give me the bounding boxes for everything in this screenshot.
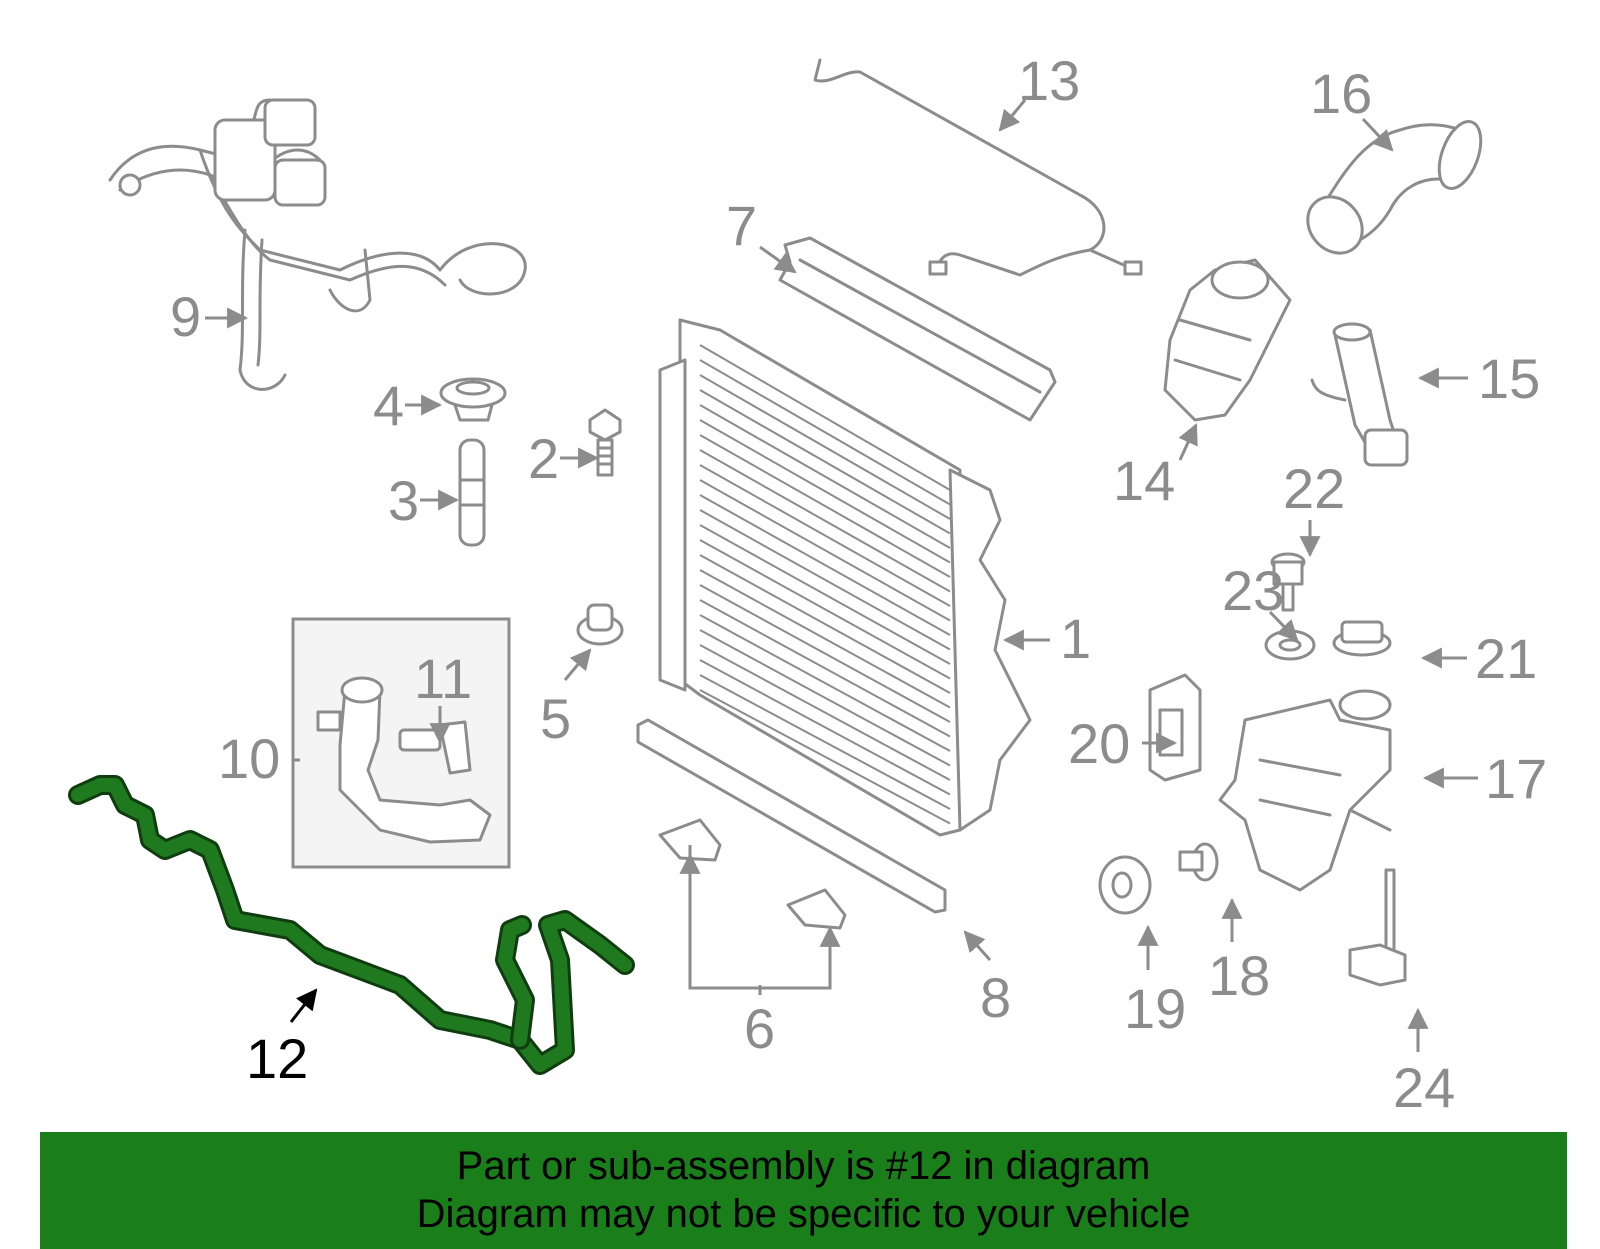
callout-23: 23 <box>1222 559 1284 622</box>
part-1-radiator <box>658 318 1032 837</box>
radiator-fin-line <box>699 674 951 810</box>
callout-19: 19 <box>1124 977 1186 1040</box>
part-9-coolant-pipe-assembly <box>108 98 527 391</box>
radiator-fin-line <box>699 464 951 607</box>
callout-1: 1 <box>1060 607 1091 670</box>
callout-7: 7 <box>726 194 757 257</box>
callout-8: 8 <box>980 966 1011 1029</box>
radiator-fin-line <box>699 689 951 825</box>
radiator-fin-line <box>699 569 951 709</box>
radiator-fin-line <box>699 554 951 694</box>
callout-6: 6 <box>744 997 775 1060</box>
part-4-cap <box>439 377 507 422</box>
radiator-fin-line <box>699 389 951 535</box>
callout-labels: 1 2 3 4 5 6 7 8 9 10 11 12 13 14 15 16 1… <box>170 49 1547 1119</box>
callout-18: 18 <box>1208 944 1270 1007</box>
banner-line-1: Part or sub-assembly is #12 in diagram <box>456 1144 1151 1188</box>
radiator-fin-line <box>699 404 951 549</box>
part-18-fitting <box>1178 842 1219 882</box>
radiator-fin-line <box>699 494 951 636</box>
callout-20: 20 <box>1068 712 1130 775</box>
callout-16: 16 <box>1310 62 1372 125</box>
part-12-coolant-hose <box>68 775 635 1075</box>
radiator-fin-line <box>699 524 951 665</box>
callout-24: 24 <box>1393 1056 1455 1119</box>
radiator-fin-line <box>699 344 951 491</box>
callout-12: 12 <box>246 1027 308 1090</box>
radiator-fin-line <box>699 434 951 578</box>
radiator-fin-line <box>699 374 951 520</box>
callout-14: 14 <box>1113 449 1175 512</box>
part-14-thermostat-housing <box>1163 258 1292 422</box>
callout-21: 21 <box>1475 627 1537 690</box>
radiator-fin-line <box>699 644 951 781</box>
part-23-washer <box>1264 629 1316 661</box>
part-20-module <box>1148 673 1202 782</box>
part-15-lower-hose <box>1310 322 1409 467</box>
radiator-fin-line <box>699 659 951 796</box>
part-19-grommet <box>1098 855 1152 915</box>
part-5-grommet <box>576 603 624 646</box>
callout-17: 17 <box>1485 747 1547 810</box>
part-22-bleed-screw <box>1270 552 1306 612</box>
part-13-overflow-pipe <box>813 58 1143 277</box>
radiator-fin-line <box>699 419 951 564</box>
part-16-upper-hose <box>1306 120 1483 255</box>
part-21-reservoir-cap <box>1332 620 1392 657</box>
part-24-level-sensor <box>1348 868 1407 987</box>
radiator-fin-line <box>699 584 951 723</box>
part-2-bolt <box>588 408 622 477</box>
inset-box-10-11 <box>291 617 511 869</box>
leader-lines <box>205 99 1478 1052</box>
banner-line-2: Diagram may not be specific to your vehi… <box>416 1192 1191 1236</box>
part-6-brackets <box>658 818 847 930</box>
part-3-drain-tube <box>458 438 486 547</box>
radiator-fin-line <box>699 509 951 651</box>
callout-15: 15 <box>1478 347 1540 410</box>
radiator-fin-line <box>699 449 951 593</box>
part-8-seal-strip <box>636 718 947 914</box>
radiator-fin-line <box>699 629 951 767</box>
callout-11: 11 <box>414 647 472 710</box>
callout-10: 10 <box>218 727 280 790</box>
radiator-fin-line <box>699 539 951 680</box>
radiator-fin-line <box>699 614 951 752</box>
callout-3: 3 <box>388 469 419 532</box>
part-10-hose-elbow <box>316 676 492 844</box>
radiator-fin-line <box>699 359 951 506</box>
callout-4: 4 <box>373 374 404 437</box>
callout-13: 13 <box>1018 49 1080 112</box>
radiator-fin-line <box>699 599 951 738</box>
callout-9: 9 <box>170 285 201 348</box>
callout-2: 2 <box>528 427 559 490</box>
part-17-expansion-tank <box>1218 689 1392 892</box>
callout-22: 22 <box>1283 457 1345 520</box>
info-banner: Part or sub-assembly is #12 in diagram D… <box>40 1132 1567 1249</box>
radiator-fin-line <box>699 479 951 622</box>
radiator-fins <box>699 344 951 825</box>
callout-5: 5 <box>540 687 571 750</box>
